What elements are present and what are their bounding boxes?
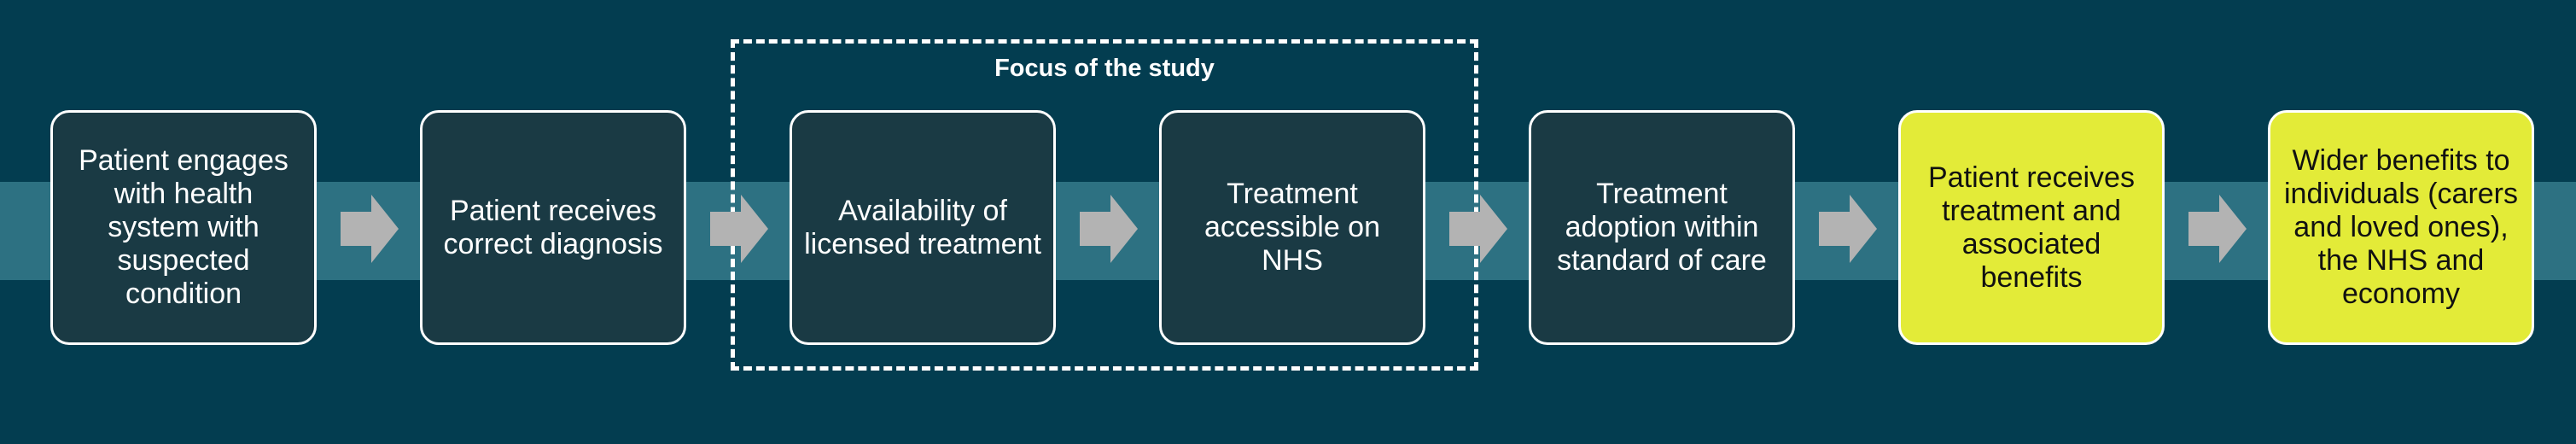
focus-label: Focus of the study [994, 55, 1215, 82]
step-box-3: Availability of licensed treatment [790, 110, 1056, 345]
arrow-right-icon [1819, 195, 1877, 263]
focus-frame [731, 39, 1478, 371]
step-box-5: Treatment adoption within standard of ca… [1529, 110, 1795, 345]
step-box-6: Patient receives treatment and associate… [1898, 110, 2165, 345]
arrow-right-icon [710, 195, 768, 263]
arrow-right-icon [2188, 195, 2247, 263]
step-box-2: Patient receives correct diagnosis [420, 110, 686, 345]
step-label-2: Patient receives correct diagnosis [443, 194, 663, 260]
step-box-1: Patient engages with health system with … [50, 110, 317, 345]
step-label-1: Patient engages with health system with … [79, 144, 288, 310]
step-box-7: Wider benefits to individuals (carers an… [2268, 110, 2534, 345]
step-label-6: Patient receives treatment and associate… [1928, 161, 2135, 294]
step-label-3: Availability of licensed treatment [804, 194, 1041, 260]
step-label-7: Wider benefits to individuals (carers an… [2284, 144, 2518, 310]
step-label-4: Treatment accessible on NHS [1203, 178, 1380, 277]
arrow-right-icon [1449, 195, 1507, 263]
arrow-right-icon [341, 195, 399, 263]
arrow-right-icon [1080, 195, 1138, 263]
step-label-5: Treatment adoption within standard of ca… [1557, 178, 1767, 277]
step-box-4: Treatment accessible on NHS [1159, 110, 1425, 345]
